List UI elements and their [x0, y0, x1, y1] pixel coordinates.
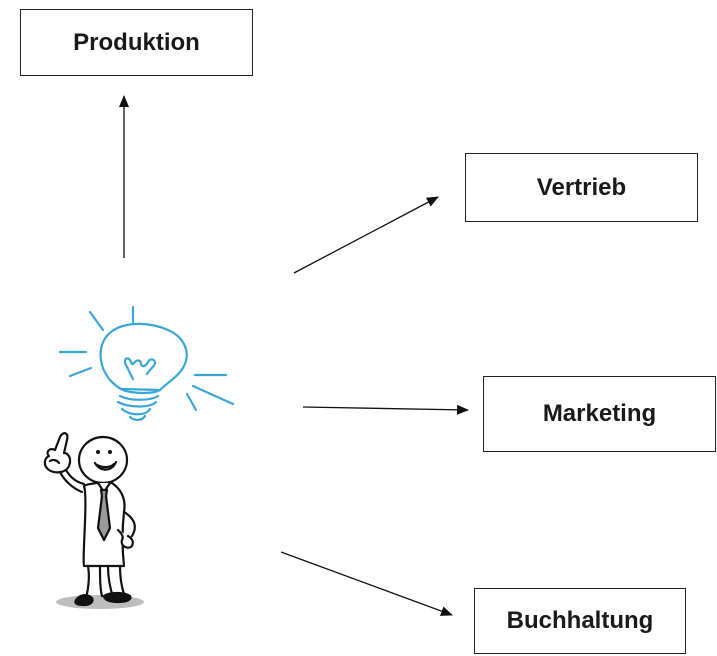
box-buchhaltung-label: Buchhaltung	[506, 607, 654, 634]
box-produktion-label: Produktion	[73, 28, 200, 56]
arrow-to-marketing	[302, 404, 469, 415]
box-vertrieb-label: Vertrieb	[536, 173, 627, 201]
arrow-to-vertrieb	[293, 196, 439, 274]
person-with-lightbulb-icon	[43, 432, 144, 609]
box-marketing: Marketing	[483, 376, 716, 452]
box-produktion: Produktion	[20, 9, 253, 76]
arrow-to-buchhaltung	[280, 551, 453, 616]
box-vertrieb: Vertrieb	[465, 153, 698, 222]
box-buchhaltung: Buchhaltung	[474, 588, 686, 654]
box-marketing-label: Marketing	[542, 400, 657, 427]
lightbulb-icon	[58, 305, 235, 421]
